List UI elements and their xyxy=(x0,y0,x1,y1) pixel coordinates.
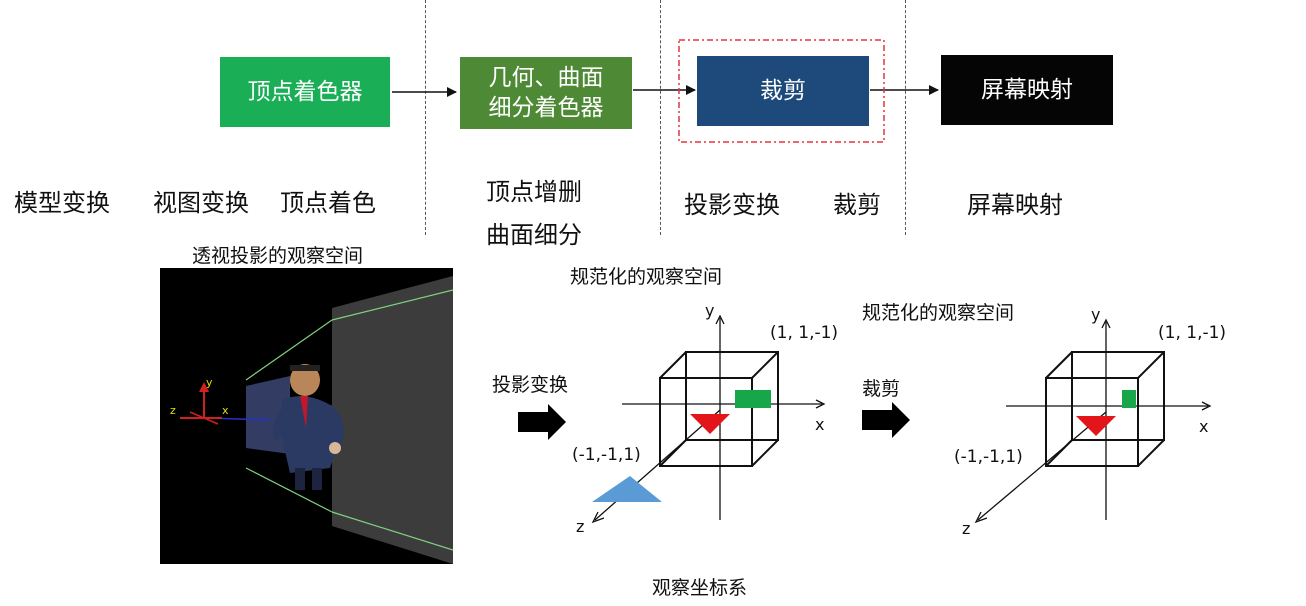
label-vertex-add-remove: 顶点增删 xyxy=(486,178,582,206)
separator-1 xyxy=(425,0,426,235)
stage-vertex-shader: 顶点着色器 xyxy=(220,57,390,127)
cube-1-green-rect xyxy=(735,390,771,408)
cube-2-axis-x: x xyxy=(1199,417,1208,436)
cube-2 xyxy=(1045,351,1165,467)
stage-tess-label-line2: 细分着色器 xyxy=(488,95,604,121)
gizmo-y-label: y xyxy=(206,376,213,389)
projection-arrow-label: 投影变换 xyxy=(492,374,569,396)
cube-1-axis-z: z xyxy=(576,517,584,536)
cube-1-red-triangle xyxy=(690,414,730,434)
stage-clipping: 裁剪 xyxy=(697,56,869,126)
clip-block-arrow xyxy=(862,402,910,438)
cube-1-corner-max: (1, 1,-1) xyxy=(770,323,838,343)
cube-2-axis-z: z xyxy=(962,519,970,538)
label-screen-mapping: 屏幕映射 xyxy=(967,191,1063,219)
cube-2-corner-min: (-1,-1,1) xyxy=(954,447,1023,467)
cube-1 xyxy=(659,351,779,467)
separator-3 xyxy=(905,0,906,235)
cube-2-red-triangle xyxy=(1076,416,1116,436)
axis-gizmo: y x z xyxy=(170,376,229,425)
stage-tess-geom-shader: 几何、曲面 细分着色器 xyxy=(460,57,632,129)
cube-2-green-rect xyxy=(1122,390,1136,408)
frustum-drawing: y x z xyxy=(170,276,453,564)
label-clipping: 裁剪 xyxy=(833,191,881,219)
cube-1-axis-x: x xyxy=(815,415,824,434)
cube-1-blue-triangle xyxy=(592,476,662,502)
projection-block-arrow xyxy=(518,404,566,440)
stage-screen-mapping-label: 屏幕映射 xyxy=(981,77,1073,103)
coord-system-caption: 观察坐标系 xyxy=(652,577,748,599)
perspective-title: 透视投影的观察空间 xyxy=(192,245,364,267)
stage-vertex-shader-label: 顶点着色器 xyxy=(247,79,363,105)
stage-clipping-label: 裁剪 xyxy=(760,78,806,104)
label-view-transform: 视图变换 xyxy=(153,189,249,217)
label-projection-transform: 投影变换 xyxy=(684,191,780,219)
label-model-transform: 模型变换 xyxy=(14,189,110,217)
normalized-title-1: 规范化的观察空间 xyxy=(570,266,723,288)
cube-1-axis-y: y xyxy=(705,301,714,320)
stage-tess-label-line1: 几何、曲面 xyxy=(488,65,604,91)
separator-2 xyxy=(660,0,661,235)
clipping-outline xyxy=(678,39,885,143)
cube-2-axis-y: y xyxy=(1091,305,1100,324)
label-surface-subdivision: 曲面细分 xyxy=(486,221,582,249)
clip-arrow-label: 裁剪 xyxy=(862,378,901,400)
cube-1-corner-min: (-1,-1,1) xyxy=(572,445,641,465)
cube-2-corner-max: (1, 1,-1) xyxy=(1158,323,1226,343)
perspective-view-image: y x z xyxy=(160,268,453,564)
gizmo-x-label: x xyxy=(222,404,229,417)
label-vertex-shading: 顶点着色 xyxy=(280,189,376,217)
stage-screen-mapping: 屏幕映射 xyxy=(941,55,1113,125)
gizmo-z-label: z xyxy=(170,404,176,417)
character-figure xyxy=(272,364,344,490)
normalized-title-2: 规范化的观察空间 xyxy=(862,302,1015,324)
